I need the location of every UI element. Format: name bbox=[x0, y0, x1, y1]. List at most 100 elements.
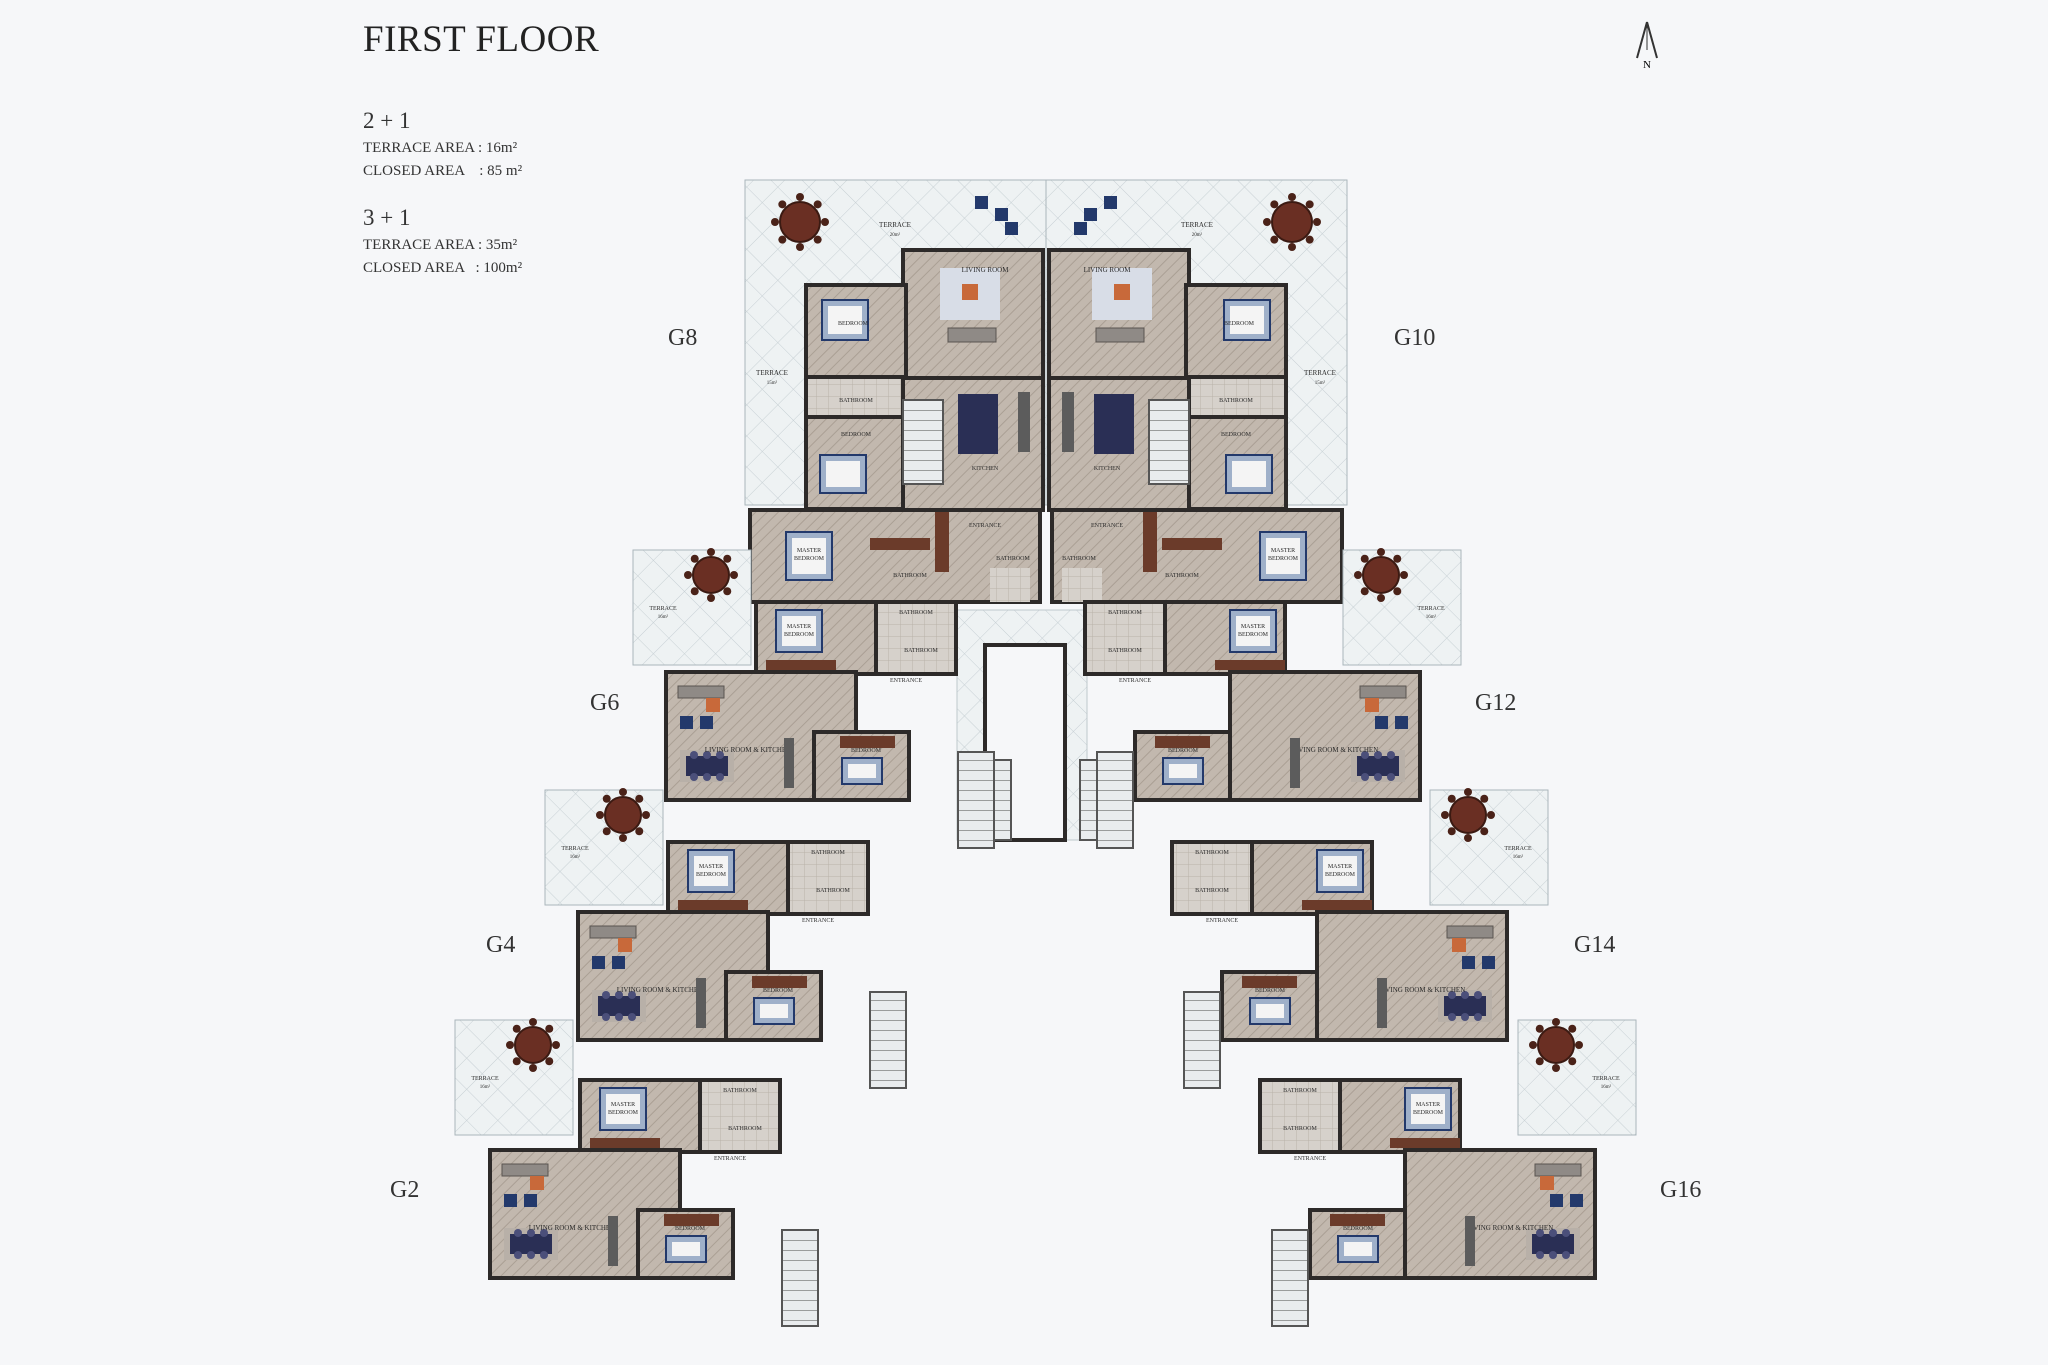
chair-icon bbox=[514, 1251, 522, 1259]
chair-icon bbox=[690, 751, 698, 759]
bathroom bbox=[806, 377, 906, 417]
armchair-icon bbox=[612, 956, 625, 969]
side-table-icon bbox=[1452, 938, 1466, 952]
armchair-icon bbox=[700, 716, 713, 729]
chair-icon bbox=[527, 1251, 535, 1259]
bathroom bbox=[1062, 568, 1102, 602]
chair-icon bbox=[602, 1013, 610, 1021]
chair-icon bbox=[723, 554, 732, 563]
chair-icon bbox=[703, 751, 711, 759]
chair-icon bbox=[602, 991, 610, 999]
bathroom bbox=[1085, 602, 1165, 674]
wardrobe-icon bbox=[752, 976, 807, 988]
room-label: TERRACE bbox=[879, 221, 911, 229]
armchair-icon bbox=[1104, 196, 1117, 209]
armchair-icon bbox=[592, 956, 605, 969]
wardrobe-icon bbox=[1143, 512, 1157, 572]
walls bbox=[1308, 1208, 1407, 1280]
room-label: BEDROOM bbox=[784, 632, 815, 638]
chair-icon bbox=[723, 587, 732, 596]
room-label: BEDROOM bbox=[1224, 321, 1255, 327]
chair-icon bbox=[690, 554, 699, 563]
chair-icon bbox=[628, 1013, 636, 1021]
chair-icon bbox=[635, 827, 644, 836]
walls bbox=[1170, 840, 1254, 916]
legend-closed-area: CLOSED AREA : 100m² bbox=[363, 260, 523, 276]
dining-table-icon bbox=[510, 1234, 552, 1254]
chair-icon bbox=[813, 200, 822, 209]
chair-icon bbox=[1305, 235, 1314, 244]
room-label: ENTRANCE bbox=[1294, 1156, 1326, 1162]
bed-sheet bbox=[672, 1242, 700, 1256]
room-label: LIVING ROOM & KITCHEN bbox=[1292, 746, 1379, 754]
wardrobe-icon bbox=[870, 538, 930, 550]
walls bbox=[786, 840, 870, 916]
kitchen-counter bbox=[1465, 1216, 1475, 1266]
side-table-icon bbox=[1540, 1176, 1554, 1190]
dining-table-icon bbox=[598, 996, 640, 1016]
round-table-icon bbox=[1271, 201, 1313, 243]
armchair-icon bbox=[504, 1194, 517, 1207]
sofa-icon bbox=[1446, 925, 1494, 939]
walls bbox=[724, 970, 823, 1042]
walls bbox=[636, 1208, 735, 1280]
bed-sheet bbox=[760, 1004, 788, 1018]
chair-icon bbox=[1377, 594, 1385, 602]
room-label: BEDROOM bbox=[1268, 556, 1299, 562]
wardrobe-icon bbox=[1155, 736, 1210, 748]
chair-icon bbox=[703, 773, 711, 781]
armchair-icon bbox=[1395, 716, 1408, 729]
room-label: BATHROOM bbox=[899, 610, 933, 616]
chair-icon bbox=[615, 1013, 623, 1021]
side-table-icon bbox=[618, 938, 632, 952]
room-label: MASTER bbox=[1241, 624, 1265, 630]
room-label: BEDROOM bbox=[851, 748, 882, 754]
wardrobe-icon bbox=[766, 660, 836, 670]
room-label: BATHROOM bbox=[723, 1088, 757, 1094]
chair-icon bbox=[690, 587, 699, 596]
chair-icon bbox=[716, 751, 724, 759]
room-label: 15m² bbox=[1315, 380, 1326, 386]
chair-icon bbox=[1305, 200, 1314, 209]
walls bbox=[1258, 1078, 1342, 1154]
room-label: BATHROOM bbox=[1108, 648, 1142, 654]
chair-icon bbox=[707, 594, 715, 602]
chair-icon bbox=[602, 794, 611, 803]
armchair-icon bbox=[1375, 716, 1388, 729]
armchair-icon bbox=[1550, 1194, 1563, 1207]
chair-icon bbox=[1354, 571, 1362, 579]
room-label: LIVING ROOM bbox=[962, 266, 1010, 274]
sofa-icon bbox=[947, 327, 997, 343]
room-label: ENTRANCE bbox=[1091, 523, 1123, 529]
stairs bbox=[781, 1229, 819, 1327]
chair-icon bbox=[1529, 1041, 1537, 1049]
chair-icon bbox=[512, 1057, 521, 1066]
bed-sheet bbox=[1232, 461, 1266, 487]
room-label: MASTER bbox=[611, 1102, 635, 1108]
walls bbox=[1220, 970, 1319, 1042]
unit-label-g14: G14 bbox=[1574, 932, 1616, 958]
chair-icon bbox=[552, 1041, 560, 1049]
chair-icon bbox=[527, 1229, 535, 1237]
chair-icon bbox=[1447, 827, 1456, 836]
bed-sheet bbox=[1266, 538, 1300, 574]
chair-icon bbox=[1474, 991, 1482, 999]
chair-icon bbox=[545, 1057, 554, 1066]
chair-icon bbox=[1263, 218, 1271, 226]
stairs bbox=[1096, 751, 1134, 849]
side-table-icon bbox=[706, 698, 720, 712]
chair-icon bbox=[1447, 794, 1456, 803]
chair-icon bbox=[707, 548, 715, 556]
bathroom bbox=[1260, 1080, 1340, 1152]
dining-table-icon bbox=[1532, 1234, 1574, 1254]
chair-icon bbox=[628, 991, 636, 999]
chair-icon bbox=[635, 794, 644, 803]
dining-table-icon bbox=[686, 756, 728, 776]
wardrobe-icon bbox=[1162, 538, 1222, 550]
bed-sheet bbox=[1411, 1094, 1445, 1124]
room-label: BEDROOM bbox=[1221, 432, 1252, 438]
room-label: BEDROOM bbox=[1413, 1110, 1444, 1116]
armchair-icon bbox=[1570, 1194, 1583, 1207]
walls bbox=[1133, 730, 1232, 802]
north-arrow-icon: N bbox=[1636, 21, 1658, 70]
